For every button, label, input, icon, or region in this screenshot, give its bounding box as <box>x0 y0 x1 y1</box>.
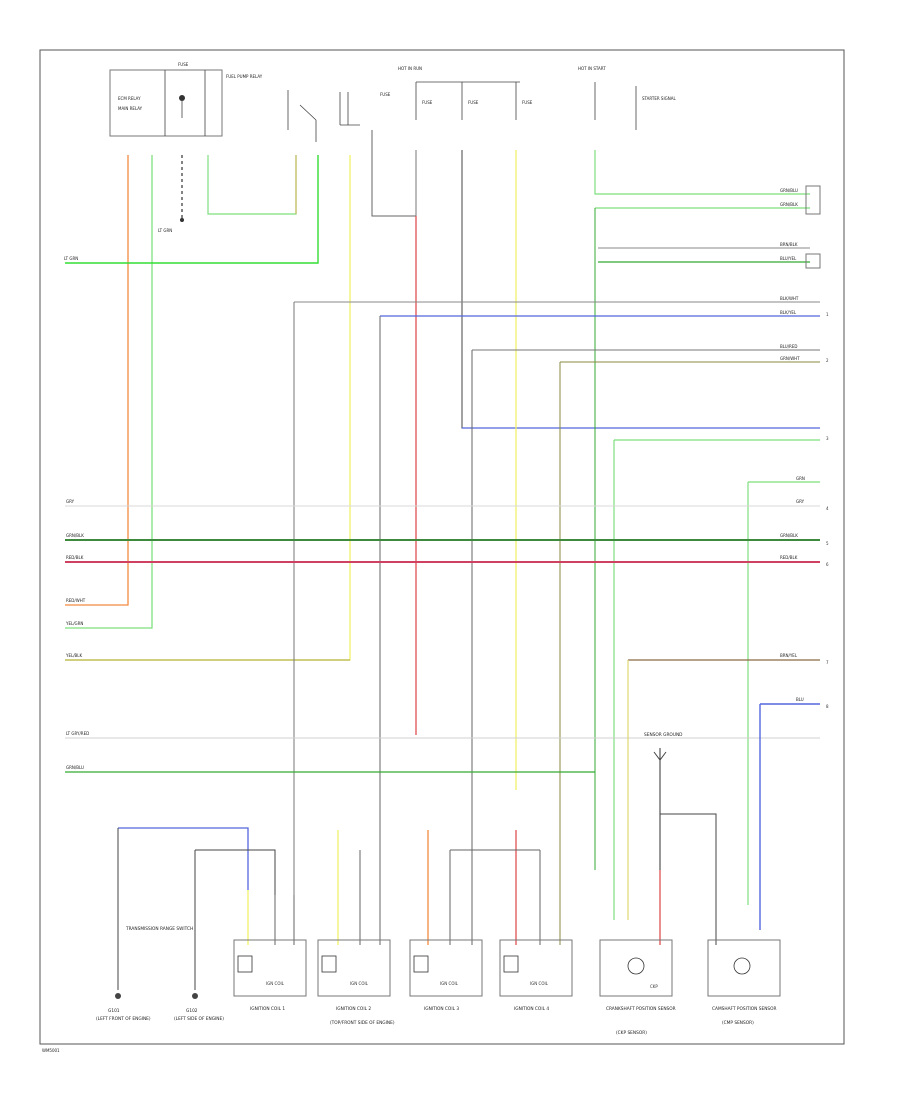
ground-left: TRANSMISSION RANGE SWITCH G101 (LEFT FRO… <box>96 827 249 1022</box>
right-label-14: BLU <box>796 697 804 702</box>
wire-orange <box>65 155 129 606</box>
right-label-10: GRY <box>796 499 805 504</box>
fuse-d-label: FUSE <box>522 100 533 105</box>
ground-right-note: (LEFT SIDE OF ENGINE) <box>174 1016 224 1022</box>
relay-block: FUSE FUEL PUMP RELAY ECM RELAY MAIN RELA… <box>109 62 263 137</box>
ckp-connector-label: CKP <box>650 984 658 989</box>
crank-sensor-note: (CKP SENSOR) <box>616 1030 647 1036</box>
right-label-8: GRN/WHT <box>780 356 800 361</box>
pin-2: 2 <box>826 358 829 363</box>
pin-7: 7 <box>826 660 829 665</box>
right-label-12: RED/BLK <box>780 555 798 560</box>
data-link-label: LT GRN <box>158 228 172 233</box>
left-label-yel-blk: YEL/BLK <box>65 653 83 658</box>
footer-code: WM5001 <box>42 1048 60 1053</box>
coil-2-ic: IGN COIL <box>350 981 369 986</box>
fuse-c-label: FUSE <box>468 100 479 105</box>
main-relay-label: MAIN RELAY <box>118 106 143 111</box>
pin-3: 3 <box>826 436 829 441</box>
left-label-top-green: LT GRN <box>64 256 78 261</box>
ignition-coil-4: IGNITION COIL 4 IGN COIL <box>495 830 573 1012</box>
pin-6: 6 <box>826 562 829 567</box>
left-label-gray: GRY <box>66 499 75 504</box>
right-label-13: BRN/YEL <box>780 653 798 658</box>
right-label-5: BLK/WHT <box>780 296 799 301</box>
transmission-range-label: TRANSMISSION RANGE SWITCH <box>125 926 193 932</box>
fuse-a-label: FUSE <box>380 92 391 97</box>
ignition-switch <box>287 90 360 142</box>
crankshaft-position-sensor: SENSOR GROUND CRANKSHAFT POSITION SENSOR… <box>599 732 717 1036</box>
coil-1-label: IGNITION COIL 1 <box>250 1006 285 1012</box>
ground-left-label: G101 <box>108 1008 120 1014</box>
left-label-lt-gray: LT GRY/RED <box>66 731 89 736</box>
hot-run-bus: HOT IN RUN FUSE FUSE FUSE FUSE <box>380 66 533 120</box>
ecm-relay-label: ECM RELAY <box>118 96 141 101</box>
fuel-pump-relay-label: FUEL PUMP RELAY <box>226 74 263 79</box>
hot-start-label: HOT IN START <box>578 66 606 71</box>
cam-sensor-label: CAMSHAFT POSITION SENSOR <box>712 1006 777 1012</box>
right-label-1: GRN/BLU <box>780 188 798 193</box>
coil-4-ic: IGN COIL <box>530 981 549 986</box>
left-label-red-wht: RED/WHT <box>66 598 86 603</box>
ground-right: G102 (LEFT SIDE OF ENGINE) <box>174 849 276 1022</box>
coil-2-label: IGNITION COIL 2 <box>336 1006 371 1012</box>
left-label-red-blk: RED/BLK <box>66 555 84 560</box>
pin-5: 5 <box>826 541 829 546</box>
sensor-ground-label: SENSOR GROUND <box>644 732 683 738</box>
ground-left-note: (LEFT FRONT OF ENGINE) <box>96 1016 151 1022</box>
left-wire-labels: GRY GRN/BLK RED/BLK RED/WHT YEL/GRN YEL/… <box>65 499 89 770</box>
right-label-9: GRN <box>796 476 805 481</box>
right-label-2: GRN/BLK <box>780 202 798 207</box>
coil-4-label: IGNITION COIL 4 <box>514 1006 549 1012</box>
hot-start-bus: HOT IN START STARTER SIGNAL <box>578 66 676 130</box>
left-label-grn-blu: GRN/BLU <box>66 765 84 770</box>
coil-3-ic: IGN COIL <box>440 981 459 986</box>
ignition-coil-2: IGNITION COIL 2 IGN COIL <box>317 830 391 1012</box>
wire-yellow-switch <box>65 155 351 661</box>
left-label-yel-grn: YEL/GRN <box>65 621 83 626</box>
coil-1-ic: IGN COIL <box>266 981 285 986</box>
right-label-7: BLU/RED <box>780 344 797 349</box>
pin-8: 8 <box>826 704 829 709</box>
right-label-3: BRN/BLK <box>780 242 798 247</box>
diagram-frame <box>39 49 845 1045</box>
hot-run-label: HOT IN RUN <box>398 66 422 71</box>
pin-4: 4 <box>826 506 829 511</box>
ground-right-label: G102 <box>186 1008 198 1014</box>
fuse-b-label: FUSE <box>422 100 433 105</box>
cam-sensor-note: (CMP SENSOR) <box>722 1020 754 1026</box>
right-label-6: BLK/YEL <box>780 310 797 315</box>
left-label-grn-blk: GRN/BLK <box>66 533 84 538</box>
wire-bright-green <box>65 155 319 264</box>
pin-1: 1 <box>826 312 829 317</box>
ignition-coil-1: IGNITION COIL 1 IGN COIL <box>233 890 307 1012</box>
right-label-4: BLU/YEL <box>780 256 797 261</box>
crank-sensor-label: CRANKSHAFT POSITION SENSOR <box>606 1006 676 1012</box>
coil-3-label: IGNITION COIL 3 <box>424 1006 459 1012</box>
right-pin-numbers: 1 2 3 4 5 6 7 8 <box>826 312 829 709</box>
coil-group-label: (TOP/FRONT SIDE OF ENGINE) <box>330 1020 395 1026</box>
right-wire-labels: GRN/BLU GRN/BLK BRN/BLK BLU/YEL BLK/WHT … <box>780 188 805 702</box>
right-label-11: GRN/BLK <box>780 533 798 538</box>
relay-fuse-label: FUSE <box>178 62 189 67</box>
starter-signal-label: STARTER SIGNAL <box>642 96 676 101</box>
ignition-coil-3: IGNITION COIL 3 IGN COIL <box>409 830 495 1012</box>
camshaft-position-sensor: CAMSHAFT POSITION SENSOR (CMP SENSOR) <box>707 939 781 1026</box>
wire-light-green <box>65 155 153 629</box>
